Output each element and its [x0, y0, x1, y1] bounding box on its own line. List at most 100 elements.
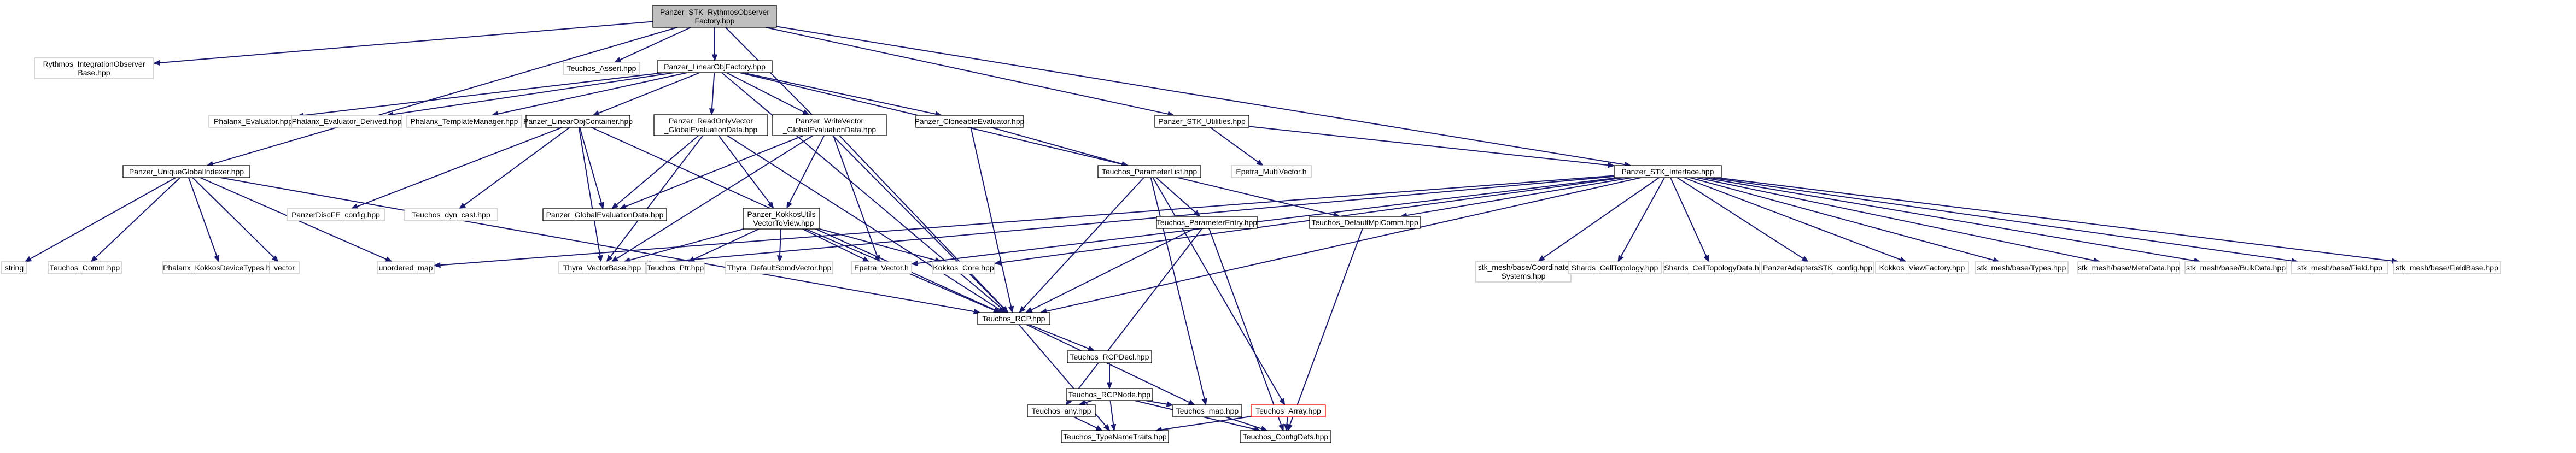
edge-stk_if-to-thyra_vb [651, 175, 1615, 264]
edge-ugi-to-rcp [220, 177, 974, 313]
node-vector: vector [269, 261, 300, 274]
node-lof[interactable]: Panzer_LinearObjFactory.hpp [657, 60, 773, 73]
node-box-ugi [122, 165, 250, 178]
node-ged[interactable]: Panzer_GlobalEvaluationData.hpp [542, 208, 667, 221]
node-map[interactable]: Teuchos_map.hpp [1172, 404, 1242, 417]
edge-rcp-to-map [1026, 324, 1190, 403]
node-box-tnt [1061, 430, 1169, 443]
node-param_entry[interactable]: Teuchos_ParameterEntry.hpp [1156, 216, 1258, 229]
node-rcpdecl[interactable]: Teuchos_RCPDecl.hpp [1067, 350, 1152, 363]
node-umap: unordered_map [377, 261, 435, 274]
node-ph_eval_der: Phalanx_Evaluator_Derived.hpp [291, 115, 402, 128]
node-label-ugi-line-0: Panzer_UniqueGlobalIndexer.hpp [129, 167, 244, 176]
arrowhead-param_list-to-map [1201, 398, 1207, 406]
edge-lof-to-rov [711, 72, 715, 109]
arrowhead-loc-to-dyn_cast [458, 202, 466, 209]
node-box-stk_meta [2077, 261, 2180, 274]
node-box-teuchos_ptr [646, 261, 705, 274]
node-cfg[interactable]: Teuchos_ConfigDefs.hpp [1240, 430, 1331, 443]
node-label-kokkos_core-line-0: Kokkos_Core.hpp [933, 263, 994, 272]
node-epetra_vec: Epetra_Vector.h [851, 261, 912, 274]
node-rcp[interactable]: Teuchos_RCP.hpp [977, 312, 1050, 325]
node-label-stk_if-line-0: Panzer_STK_Interface.hpp [1622, 167, 1714, 176]
edge-ugi-to-vector [192, 177, 274, 258]
node-teuchos_comm: Teuchos_Comm.hpp [48, 261, 122, 274]
node-label-stk_meta-line-0: stk_mesh/base/MetaData.hpp [2078, 263, 2180, 272]
node-array[interactable]: Teuchos_Array.hpp [1251, 404, 1326, 417]
node-label-shards_ctd-line-0: Shards_CellTopologyData.h [1664, 263, 1759, 272]
arrowhead-loc-to-ged [598, 202, 604, 210]
node-box-param_list [1097, 165, 1201, 178]
node-dyn_cast: Teuchos_dyn_cast.hpp [404, 208, 498, 221]
edge-rov-to-rcp [727, 135, 1000, 310]
node-label-disc_fe-line-0: PanzerDiscFE_config.hpp [291, 210, 380, 219]
edge-wv-to-kokkos_utils [788, 135, 825, 203]
node-any[interactable]: Teuchos_any.hpp [1027, 404, 1096, 417]
node-box-shards_ct [1568, 261, 1662, 274]
node-box-mpicomm [1309, 216, 1421, 229]
node-box-rov [653, 114, 768, 136]
arrowhead-loc-to-thyra_vb [597, 255, 603, 263]
node-param_list[interactable]: Teuchos_ParameterList.hpp [1097, 165, 1201, 178]
node-kokkos_utils[interactable]: Panzer_KokkosUtils_VectorToView.hpp [743, 208, 820, 230]
node-box-param_entry [1156, 216, 1258, 229]
edge-param_list-to-array [1152, 177, 1282, 400]
node-label-stk_types-line-0: stk_mesh/base/Types.hpp [1977, 263, 2066, 272]
node-label-rythmos_iob-line-1: Base.hpp [78, 68, 110, 77]
node-ce[interactable]: Panzer_CloneableEvaluator.hpp [915, 115, 1025, 128]
edge-stk_if-to-shards_ct [1620, 177, 1665, 257]
arrowhead-ugi-to-ph_kdt [214, 255, 220, 263]
edge-lof-to-ce [743, 72, 936, 115]
node-tnt[interactable]: Teuchos_TypeNameTraits.hpp [1061, 430, 1169, 443]
edge-stk_util-to-stk_if [1248, 126, 1609, 166]
node-box-shards_ctd [1663, 261, 1760, 274]
node-label-loc-line-0: Panzer_LinearObjContainer.hpp [523, 117, 633, 126]
node-wv[interactable]: Panzer_WriteVector_GlobalEvaluationData.… [772, 114, 887, 136]
node-label-stk_field-line-0: stk_mesh/base/Field.hpp [2297, 263, 2382, 272]
node-ph_tm: Phalanx_TemplateManager.hpp [406, 115, 522, 128]
edge-ce-to-rcp [970, 127, 1012, 307]
arrowhead-ce-to-rcp [1008, 305, 1014, 314]
arrowhead-rcpdecl-to-rcpnode [1106, 382, 1113, 390]
node-label-coord-line-0: stk_mesh/base/Coordinate [1478, 263, 1569, 272]
arrowhead-param_list-to-array [1279, 398, 1286, 406]
edge-param_list-to-map [1150, 177, 1205, 399]
edge-rov-to-kokkos_utils [718, 135, 770, 204]
edge-loc-to-ged [579, 127, 602, 203]
node-box-stk_types [1975, 261, 2069, 274]
arrowhead-any-to-tnt [1095, 425, 1103, 431]
edge-ugi-to-teuchos_comm [95, 177, 181, 258]
node-loc[interactable]: Panzer_LinearObjContainer.hpp [523, 115, 633, 128]
node-label-kokkos_utils-line-1: _VectorToView.hpp [749, 219, 814, 227]
node-kokkos_core: Kokkos_Core.hpp [932, 261, 995, 274]
node-mpicomm[interactable]: Teuchos_DefaultMpiComm.hpp [1309, 216, 1421, 229]
node-rov[interactable]: Panzer_ReadOnlyVector_GlobalEvaluationDa… [653, 114, 768, 136]
node-box-map [1172, 404, 1242, 417]
node-stk_if[interactable]: Panzer_STK_Interface.hpp [1614, 165, 1722, 178]
arrowhead-rcp-to-map [1188, 399, 1196, 405]
edge-stk_if-to-mpicomm [1406, 177, 1632, 216]
node-label-vector-line-0: vector [274, 263, 295, 272]
node-ugi[interactable]: Panzer_UniqueGlobalIndexer.hpp [122, 165, 250, 178]
node-stk_types: stk_mesh/base/Types.hpp [1975, 261, 2069, 274]
node-rcpnode[interactable]: Teuchos_RCPNode.hpp [1066, 388, 1153, 401]
node-box-ph_tm [406, 115, 522, 128]
edge-root-to-stk_if [776, 26, 1625, 166]
node-stk_field: stk_mesh/base/Field.hpp [2291, 261, 2388, 274]
node-label-rcpnode-line-0: Teuchos_RCPNode.hpp [1068, 390, 1150, 399]
arrowhead-stk_if-to-kokkos_vf [1899, 257, 1907, 262]
node-label-dyn_cast-line-0: Teuchos_dyn_cast.hpp [412, 210, 490, 219]
node-label-lof-line-0: Panzer_LinearObjFactory.hpp [664, 62, 766, 71]
node-box-any [1027, 404, 1096, 417]
node-label-any-line-0: Teuchos_any.hpp [1032, 407, 1091, 415]
edge-lof-to-ph_eval [303, 72, 664, 116]
arrowhead-wv-to-kokkos_utils [786, 201, 792, 209]
node-box-adapters [1761, 261, 1874, 274]
node-box-thyra_vb [558, 261, 646, 274]
arrowhead-param_entry-to-rcp [1025, 307, 1033, 313]
node-stk_util[interactable]: Panzer_STK_Utilities.hpp [1154, 115, 1249, 128]
node-box-disc_fe [287, 208, 385, 221]
